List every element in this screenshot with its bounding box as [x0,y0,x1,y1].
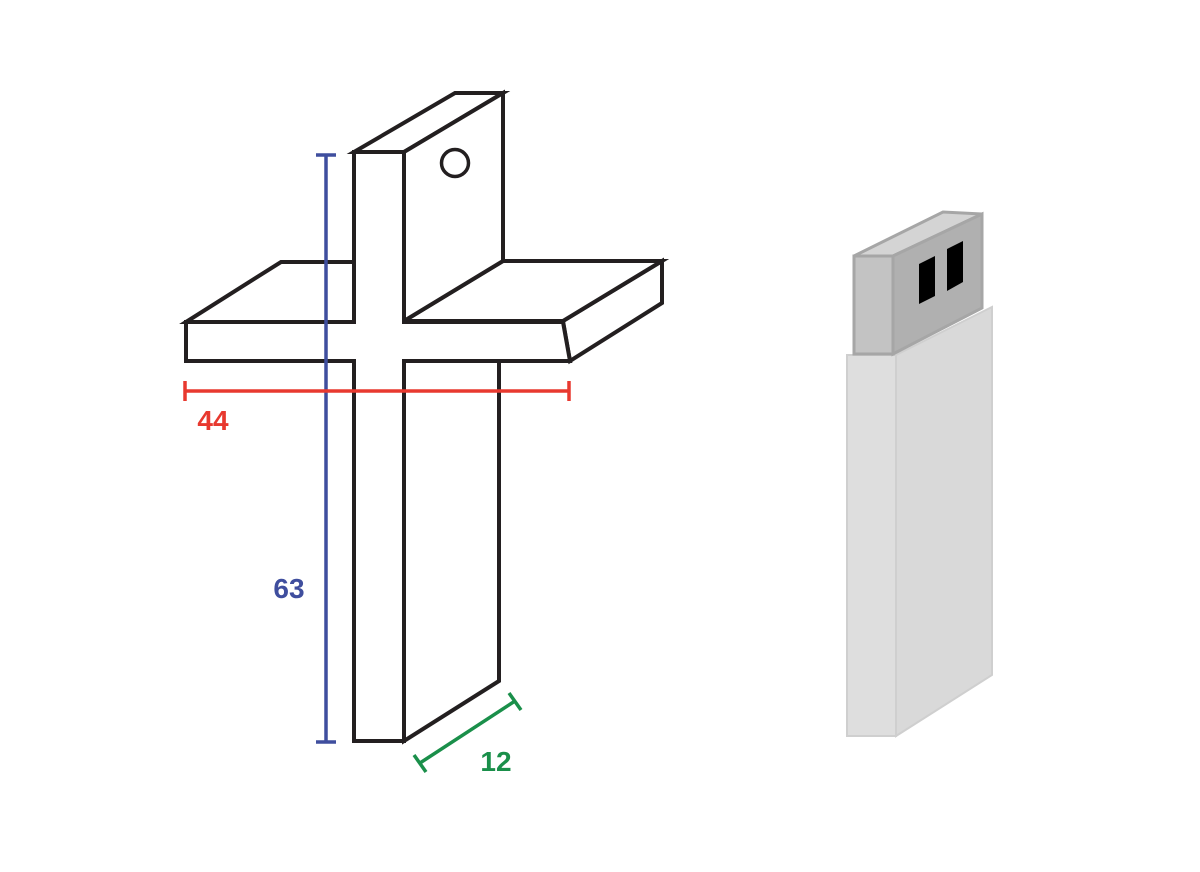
depth-dimension-end-tick [507,691,523,712]
depth-dimension-label: 12 [480,746,511,777]
cross-front-face [184,150,573,743]
cross-left-arm-top-face [179,260,356,324]
depth-dimension-line [419,699,516,765]
keyring-hole-icon [439,147,471,179]
usb-flash-drive-icon [846,210,993,738]
usb-body-side-face [895,305,993,738]
height-dimension-label: 63 [273,573,304,604]
width-dimension-label: 44 [197,405,229,436]
usb-body-front-face [846,354,897,737]
height-dimension: 63 [273,153,336,744]
usb-connector-front-face [852,254,895,356]
usb-contact-left-icon [919,256,935,304]
cross-post-lower-side-face [402,359,501,745]
cross-drawing [179,89,670,745]
usb-contact-right-icon [947,241,963,291]
width-dimension: 44 [183,381,571,436]
depth-dimension-start-tick [412,753,428,774]
depth-dimension: 12 [412,691,523,777]
